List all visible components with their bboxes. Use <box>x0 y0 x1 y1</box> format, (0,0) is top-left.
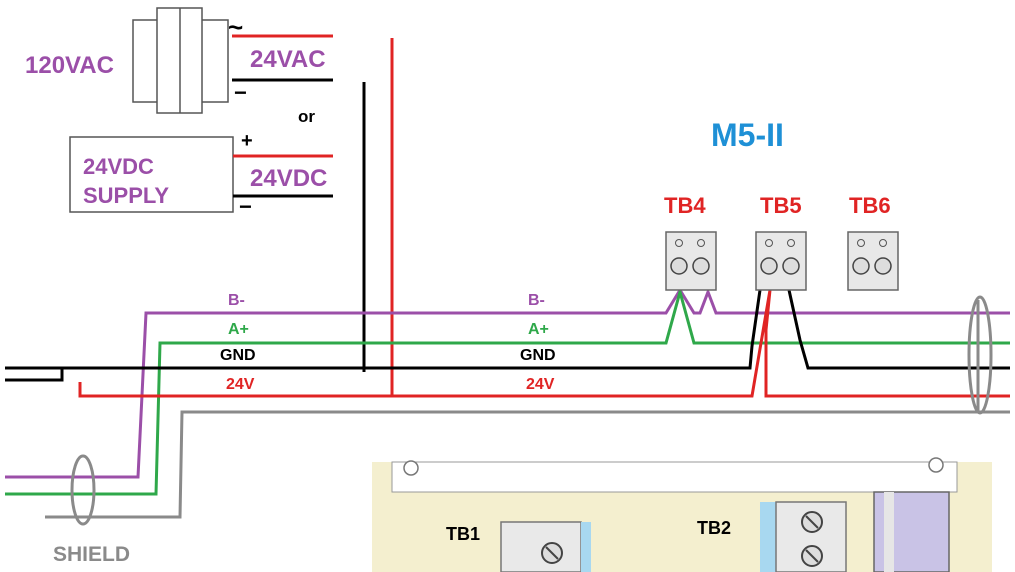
transformer <box>132 7 229 114</box>
tb2-label: TB2 <box>697 518 731 538</box>
dc-supply-box <box>69 136 234 213</box>
gnd-label-left: GND <box>220 347 256 364</box>
tb4-terminal-block <box>665 231 717 291</box>
b-minus-label-left: B- <box>228 292 245 309</box>
ac-minus-symbol: − <box>234 80 247 105</box>
tb6-label: TB6 <box>849 193 891 218</box>
dc-plus-symbol: + <box>241 130 253 152</box>
shield-bundle-left <box>70 454 96 526</box>
a-plus-wire <box>5 286 1010 496</box>
shield-label: SHIELD <box>53 543 130 566</box>
v24-label-left: 24V <box>226 376 255 393</box>
tb6-terminal-block <box>847 231 899 291</box>
dc-supply-line2: SUPPLY <box>83 183 169 208</box>
tb5-label: TB5 <box>760 193 802 218</box>
dc-minus-symbol: − <box>239 194 252 219</box>
controller-board <box>372 457 992 572</box>
shield-bundle-right <box>967 295 993 415</box>
v24-wire <box>78 289 1010 398</box>
device-title: M5-II <box>711 117 784 153</box>
gnd-wire <box>5 289 1010 382</box>
a-plus-label-left: A+ <box>228 321 249 338</box>
ac-output-label: 24VAC <box>250 46 326 73</box>
shield-wire <box>45 300 1010 519</box>
dc-supply-line1: 24VDC <box>83 154 154 179</box>
tb4-label: TB4 <box>664 193 706 218</box>
dc-output-label: 24VDC <box>250 165 327 192</box>
tb5-terminal-block <box>755 231 807 291</box>
b-minus-label-right: B- <box>528 292 545 309</box>
gnd-label-right: GND <box>520 347 556 364</box>
tb1-label: TB1 <box>446 524 480 544</box>
or-label: or <box>298 107 315 126</box>
a-plus-label-right: A+ <box>528 321 549 338</box>
ac-input-label: 120VAC <box>25 52 114 79</box>
v24-label-right: 24V <box>526 376 555 393</box>
